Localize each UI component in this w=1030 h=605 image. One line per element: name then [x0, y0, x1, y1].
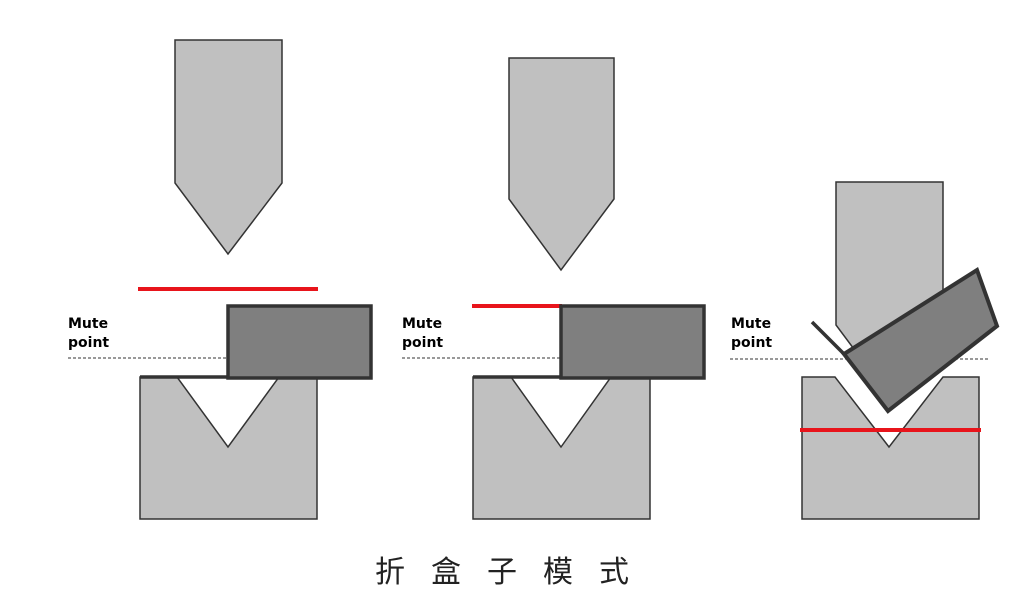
panel-3: Mute point: [730, 181, 1000, 520]
mute-label-line2: point: [68, 335, 109, 351]
v-die: [472, 376, 651, 520]
mute-label-line1: Mute: [68, 316, 108, 332]
box-workpiece: [226, 304, 373, 380]
punch-tool: [174, 39, 283, 256]
mute-label-line1: Mute: [402, 316, 442, 332]
box-workpiece: [841, 266, 1000, 414]
punch-tool: [508, 57, 615, 272]
sheet-flange: [810, 320, 846, 356]
panel-2: Mute point: [402, 57, 706, 520]
v-die: [139, 376, 318, 520]
v-die: [801, 376, 980, 520]
mute-label-line2: point: [402, 335, 443, 351]
mute-label-line2: point: [731, 335, 772, 351]
caption-box-bending-mode: 折盒子模式: [375, 555, 655, 590]
mute-label-line1: Mute: [731, 316, 771, 332]
panel-1: Mute point: [68, 39, 373, 520]
box-workpiece: [559, 304, 706, 380]
